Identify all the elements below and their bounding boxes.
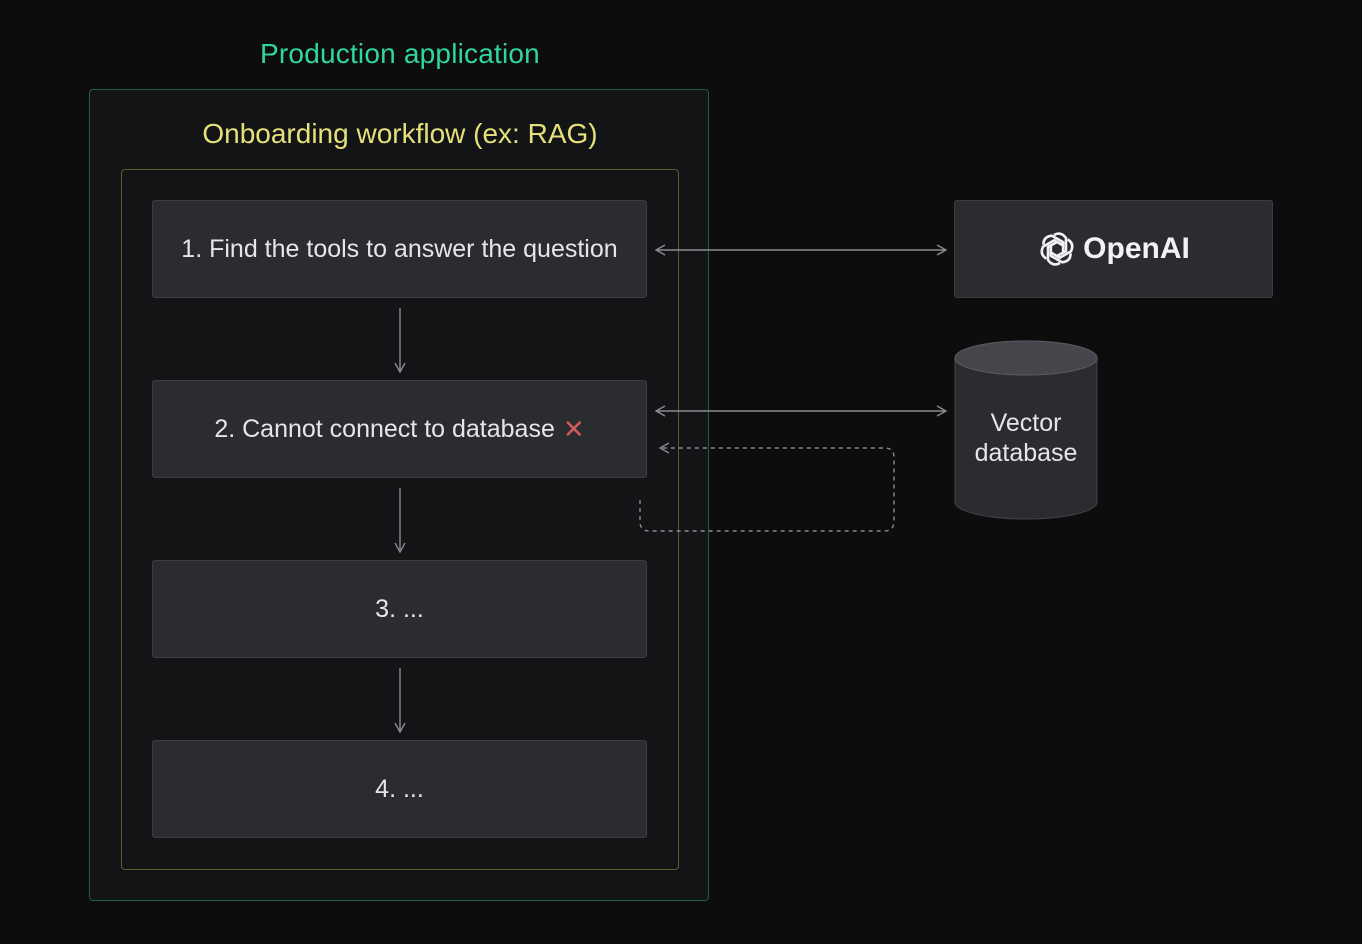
step-1-label: 1. Find the tools to answer the question — [181, 234, 618, 263]
production-application-title: Production application — [260, 38, 540, 69]
step-2-label: 2. Cannot connect to database — [214, 414, 555, 443]
vector-database-label-line2: database — [974, 439, 1078, 467]
step-4-box: 4. ... — [152, 740, 647, 838]
step-3-label: 3. ... — [375, 594, 424, 623]
onboarding-workflow-container — [121, 169, 679, 870]
step-1-box: 1. Find the tools to answer the question — [152, 200, 647, 298]
openai-name: OpenAI — [1083, 232, 1190, 265]
openai-service-box: OpenAI — [954, 200, 1273, 298]
x-icon: ✕ — [562, 413, 585, 444]
vector-database-label: Vector database — [954, 408, 1098, 468]
openai-logo-icon — [1040, 232, 1074, 266]
onboarding-workflow-title: Onboarding workflow (ex: RAG) — [202, 118, 598, 149]
step-4-label: 4. ... — [375, 774, 424, 803]
step-2-box: 2. Cannot connect to database ✕ — [152, 380, 647, 478]
vector-database-label-line1: Vector — [990, 409, 1062, 437]
step-3-box: 3. ... — [152, 560, 647, 658]
